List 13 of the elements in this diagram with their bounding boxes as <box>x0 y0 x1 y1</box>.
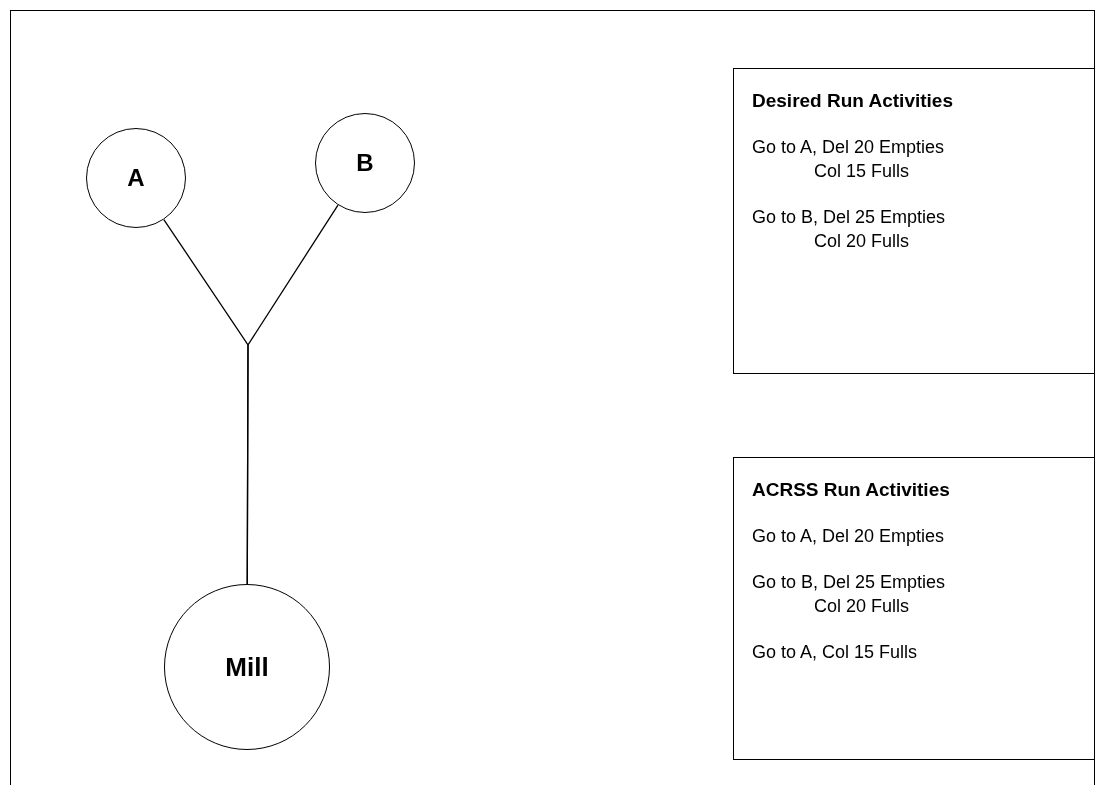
node-label: Mill <box>225 650 269 684</box>
activity-text: Go to B, Del 25 Empties Col 20 Fulls <box>752 206 947 253</box>
activity-text: Go to A, Del 20 Empties <box>752 525 946 548</box>
activity-box <box>733 68 1095 374</box>
box-heading: Desired Run Activities <box>752 89 954 113</box>
connector-line <box>246 204 339 585</box>
activity-text: Go to A, Col 15 Fulls <box>752 641 919 664</box>
activity-box <box>733 457 1095 760</box>
activity-text: Go to B, Del 25 Empties Col 20 Fulls <box>752 571 947 618</box>
node-label: A <box>127 163 145 193</box>
node-label: B <box>356 148 374 178</box>
box-heading: ACRSS Run Activities <box>752 478 951 502</box>
activity-text: Go to A, Del 20 Empties Col 15 Fulls <box>752 136 946 183</box>
